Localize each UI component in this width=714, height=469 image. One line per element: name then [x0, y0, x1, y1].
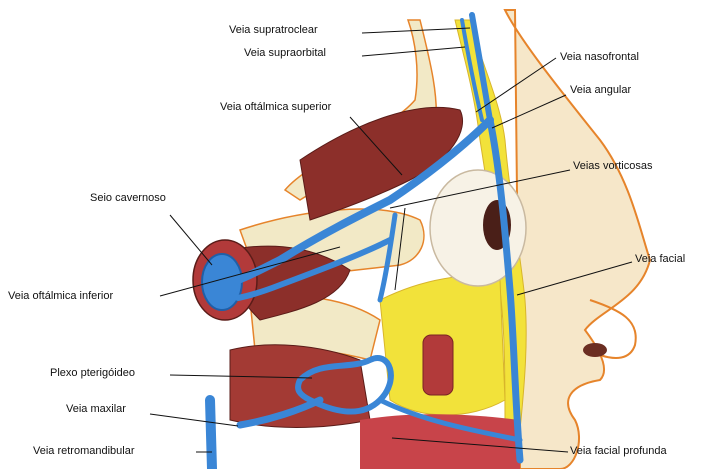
- nostril: [583, 343, 607, 357]
- label-seio-cavernoso: Seio cavernoso: [90, 192, 166, 205]
- label-veia-supratroclear: Veia supratroclear: [229, 24, 318, 37]
- label-veia-nasofrontal: Veia nasofrontal: [560, 51, 639, 64]
- label-veia-facial-profunda: Veia facial profunda: [570, 445, 667, 458]
- maxillary-cavity: [423, 335, 453, 395]
- label-veias-vorticosas: Veias vorticosas: [573, 160, 652, 173]
- label-veia-retromandibular: Veia retromandibular: [33, 445, 135, 458]
- label-veia-oftalmica-inferior: Veia oftálmica inferior: [8, 290, 113, 303]
- face-skin: [505, 10, 650, 469]
- label-veia-oftalmica-superior: Veia oftálmica superior: [220, 101, 331, 114]
- label-veia-maxilar: Veia maxilar: [66, 403, 126, 416]
- label-plexo-pterigoideo: Plexo pterigóideo: [50, 367, 135, 380]
- retromandibular-vein: [210, 400, 212, 469]
- label-veia-facial: Veia facial: [635, 253, 685, 266]
- label-veia-angular: Veia angular: [570, 84, 631, 97]
- label-veia-supraorbital: Veia supraorbital: [244, 47, 326, 60]
